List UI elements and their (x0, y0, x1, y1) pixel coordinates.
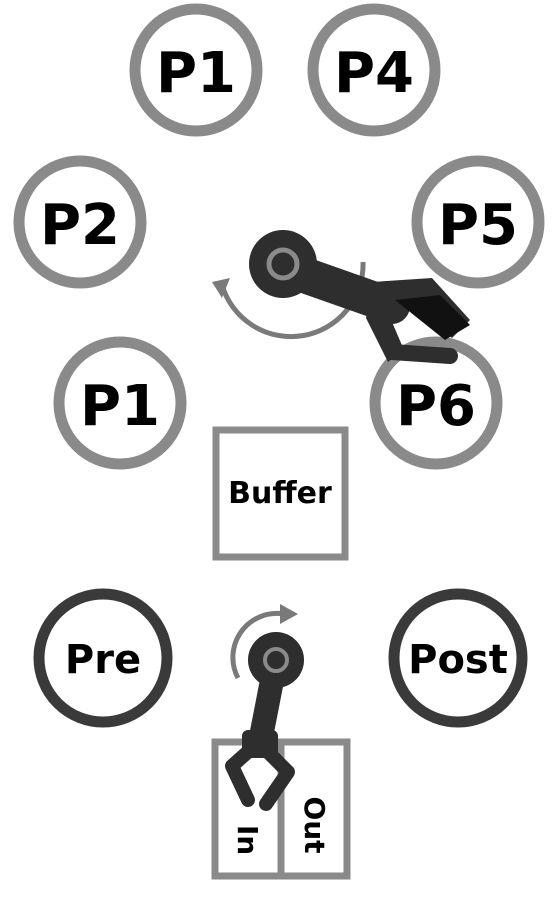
buffer-label: Buffer (228, 476, 332, 511)
chamber-p6: P6 (369, 336, 503, 470)
chamber-p3-label: P1 (156, 41, 236, 106)
chamber-p5: P5 (411, 155, 545, 289)
upper-robot-hub (249, 230, 317, 298)
loadlock-in-label: In (231, 825, 264, 855)
chamber-p3: P1 (129, 3, 263, 137)
chamber-p1-label: P1 (80, 374, 160, 439)
lower-rotation-arrow-icon (230, 604, 298, 680)
chamber-p4-label: P4 (334, 41, 414, 106)
chamber-p4: P4 (307, 3, 441, 137)
loadlock-out-label: Out (298, 796, 331, 853)
lower-robot-hub (248, 632, 304, 688)
chamber-p6-label: P6 (396, 374, 476, 439)
post-label: Post (408, 637, 508, 683)
upper-robot-arm (272, 252, 470, 364)
chamber-p2-label: P2 (40, 193, 120, 258)
chamber-p2: P2 (13, 155, 147, 289)
chamber-p1: P1 (53, 336, 187, 470)
buffer-station: Buffer (212, 426, 349, 561)
chamber-p5-label: P5 (438, 193, 518, 258)
post-chamber: Post (388, 588, 528, 728)
pre-chamber: Pre (33, 588, 173, 728)
pre-label: Pre (65, 637, 141, 683)
